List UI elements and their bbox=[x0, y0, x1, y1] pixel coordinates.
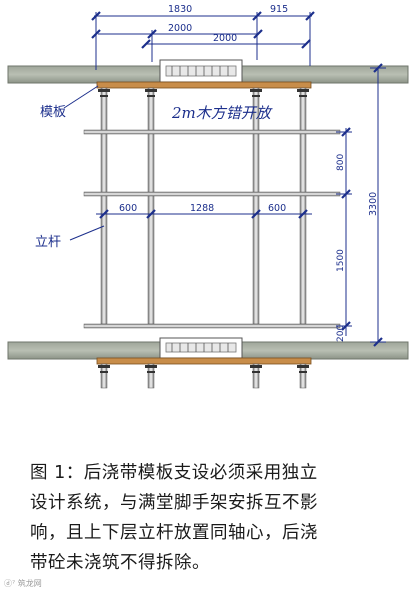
lower-adjustable-jacks bbox=[98, 365, 309, 373]
dimension-ticks bbox=[91, 11, 383, 347]
dimension-lines bbox=[63, 12, 386, 343]
dim-600-right: 600 bbox=[268, 203, 286, 214]
label-pole: 立杆 bbox=[35, 235, 61, 250]
dim-3300: 3300 bbox=[368, 192, 379, 216]
dim-1500: 1500 bbox=[336, 249, 346, 272]
watermark: ⓓ⁷ 筑龙网 bbox=[4, 579, 42, 588]
dim-200: 200 bbox=[336, 325, 346, 342]
upper-formwork-board bbox=[96, 81, 312, 89]
upper-poles bbox=[100, 87, 307, 325]
upper-adjustable-jacks bbox=[98, 89, 309, 97]
dim-2000-b: 2000 bbox=[213, 33, 237, 44]
dim-1830: 1830 bbox=[168, 4, 192, 15]
lower-poles bbox=[100, 363, 307, 389]
dim-600-left: 600 bbox=[119, 203, 137, 214]
caption-line-4: 带砼未浇筑不得拆除。 bbox=[30, 553, 210, 573]
dim-915: 915 bbox=[270, 4, 288, 15]
dim-1288: 1288 bbox=[190, 203, 214, 214]
formwork-support-diagram: 1830 915 2000 2000 600 1288 600 800 1500… bbox=[7, 4, 409, 389]
dim-2000-a: 2000 bbox=[168, 23, 192, 34]
lower-formwork-board bbox=[96, 357, 312, 365]
label-timber-note: 2m木方错开放 bbox=[171, 104, 273, 122]
caption-line-3: 响，且上下层立杆放置同轴心，后浇 bbox=[30, 523, 318, 543]
caption-line-2: 设计系统，与满堂脚手架安拆互不影 bbox=[30, 493, 318, 513]
upper-slab bbox=[7, 59, 409, 84]
figure-caption: 图 1：后浇带模板支设必须采用独立 设计系统，与满堂脚手架安拆互不影 响，且上下… bbox=[30, 458, 402, 578]
lower-slab bbox=[7, 337, 409, 360]
dim-800: 800 bbox=[336, 154, 346, 171]
label-formwork: 模板 bbox=[40, 105, 66, 120]
caption-line-1: 图 1：后浇带模板支设必须采用独立 bbox=[30, 463, 318, 483]
